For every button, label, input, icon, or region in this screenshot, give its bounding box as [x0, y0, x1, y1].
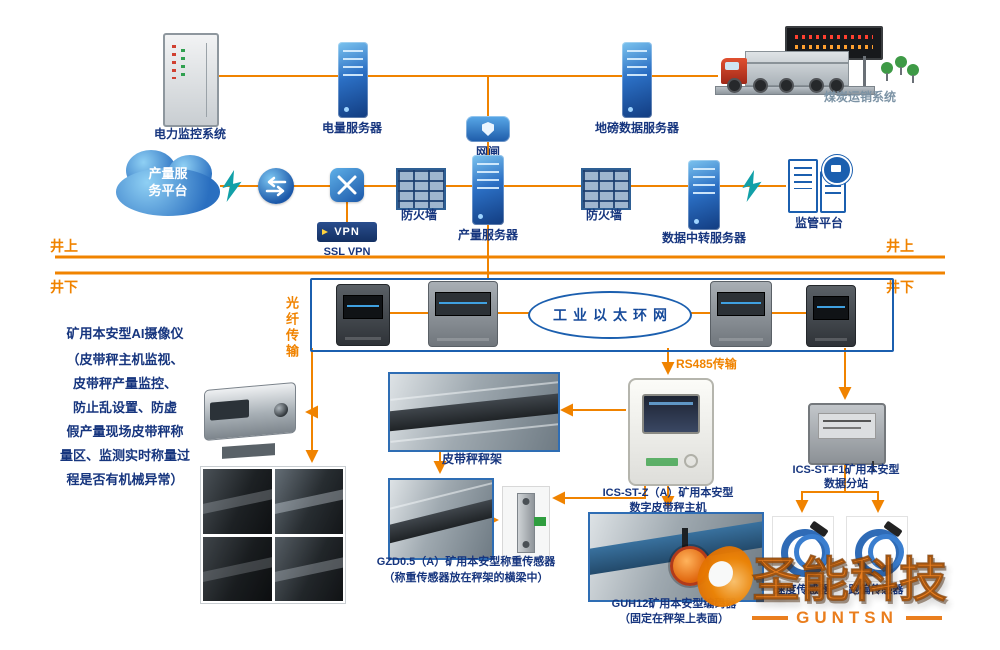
mine-camera-icon [200, 372, 302, 462]
weighbridge-server-icon [622, 42, 652, 118]
coiled-cable-icon [855, 529, 904, 577]
truck-wheel [809, 78, 824, 93]
host-screen [642, 394, 700, 434]
tree-icon [895, 56, 907, 75]
cloud-label-line1: 产量服 [148, 166, 188, 182]
coal-sales-label: 煤炭运销系统 [823, 90, 896, 104]
camera-desc-line: 皮带秤产量监控、 [72, 376, 177, 391]
substation-label-line1: ICS-ST-F1矿用本安型 [792, 464, 900, 476]
shield-icon [482, 122, 494, 136]
truck-wheel [753, 78, 768, 93]
ring-network-enclosure [310, 278, 894, 352]
weighbridge-server-label: 地磅数据服务器 [594, 121, 679, 135]
sensor2-label: 跑偏传感器 [848, 584, 904, 596]
substation-label-line2: 数据分站 [824, 478, 868, 490]
scale-frame-label: 皮带秤秤架 [441, 452, 502, 466]
cloud-icon: 产量服 务平台 [116, 150, 220, 216]
firewall-icon [396, 168, 446, 210]
router-icon [258, 168, 294, 204]
rs485-label: RS485传输 [676, 357, 737, 371]
truck-wheel [779, 78, 794, 93]
brand-watermark-en: GUNTSN [752, 608, 942, 628]
above-ground-label-left: 井上 [50, 238, 78, 254]
mine-substation-icon [806, 285, 856, 347]
network-gate-icon [466, 116, 510, 142]
power-server-icon [338, 42, 368, 118]
speed-sensor-photo [772, 516, 834, 582]
led-leg [863, 56, 866, 86]
footage-cell [203, 536, 272, 601]
monitor-badge-icon [822, 155, 852, 185]
firewall1-label: 防火墙 [400, 208, 437, 222]
lightning-icon [222, 170, 244, 207]
belt-scale-frame-photo [388, 372, 560, 452]
mine-substation-icon [710, 281, 772, 347]
load-cell-photo [502, 486, 550, 560]
sensor1-label: 速度传感器 [774, 584, 830, 596]
camera-desc-line: （皮带秤主机监视、 [66, 352, 184, 367]
mine-substation-icon [428, 281, 498, 347]
fiber-transmission-label: 光纤传输 [284, 296, 299, 360]
ssl-vpn-label: SSL VPN [323, 246, 371, 258]
host-label-line1: ICS-ST-Z（A）矿用本安型 [602, 487, 734, 499]
weighbridge-platform [715, 86, 875, 95]
mine-substation-icon [336, 284, 390, 346]
relay-server-icon [688, 160, 720, 230]
production-server-label: 产量服务器 [457, 228, 518, 242]
deviation-sensor-photo [846, 516, 908, 582]
camera-desc-line: 假产量现场皮带秤称 [66, 424, 184, 439]
footage-cell [203, 469, 272, 534]
brand-en-text: GUNTSN [796, 608, 898, 627]
tree-icon [907, 64, 919, 83]
tree-icon [881, 62, 893, 81]
industrial-ethernet-ring: 工业以太环网 [528, 291, 692, 339]
camera-desc-line: 防止乱设置、防虚 [72, 400, 177, 415]
data-substation-icon [808, 403, 886, 471]
truck-scale-scene [713, 24, 919, 108]
vpn-text: VPN [334, 226, 360, 238]
camera-footage-grid [200, 466, 346, 604]
camera-desc-line: 程是否有机械异常） [66, 472, 184, 487]
supervision-label: 监管平台 [794, 216, 843, 230]
loadcell-label-line1: GZD0.5（A）矿用本安型称重传感器 [376, 556, 556, 568]
encoder-label-line2: （固定在秤架上表面） [619, 613, 729, 625]
camera-desc-line: 量区、监测实时称量过 [59, 448, 190, 463]
cloud-label-line2: 务平台 [148, 183, 188, 198]
switch-icon [330, 168, 364, 202]
host-logo [646, 458, 678, 466]
vpn-appliance-icon: VPN [317, 222, 377, 242]
ai-camera-title: 矿用本安型AI摄像仪 [66, 326, 184, 341]
power-server-label: 电量服务器 [321, 121, 382, 135]
host-label-line2: 数字皮带秤主机 [629, 502, 707, 514]
above-ground-label-right: 井上 [886, 238, 914, 254]
truck-wheel [727, 78, 742, 93]
firewall-icon [581, 168, 631, 210]
brand-watermark-cn: 圣能科技 [751, 554, 949, 608]
substation-panel [818, 413, 876, 439]
footage-cell [274, 536, 343, 601]
power-system-label: 电力监控系统 [153, 127, 226, 141]
coiled-cable-icon [781, 529, 830, 577]
power-cabinet-icon [163, 33, 219, 127]
relay-server-label: 数据中转服务器 [661, 231, 746, 245]
firewall2-label: 防火墙 [585, 208, 622, 222]
supervision-platform-icon [786, 155, 852, 213]
load-cell-tag [534, 517, 546, 526]
production-server-icon [472, 155, 504, 225]
ai-camera-description: （皮带秤主机监视、 皮带秤产量监控、 防止乱设置、防虚 假产量现场皮带秤称 量区… [46, 348, 204, 492]
below-ground-label-left: 井下 [50, 279, 78, 295]
loadcell-label-line2: （称重传感器放在秤架的横梁中） [383, 572, 549, 584]
footage-cell [274, 469, 343, 534]
lightning-icon [742, 170, 764, 207]
belt-scale-host-icon [628, 378, 714, 486]
truck-wheel [829, 78, 844, 93]
belt-conveyor-photo [388, 478, 494, 560]
